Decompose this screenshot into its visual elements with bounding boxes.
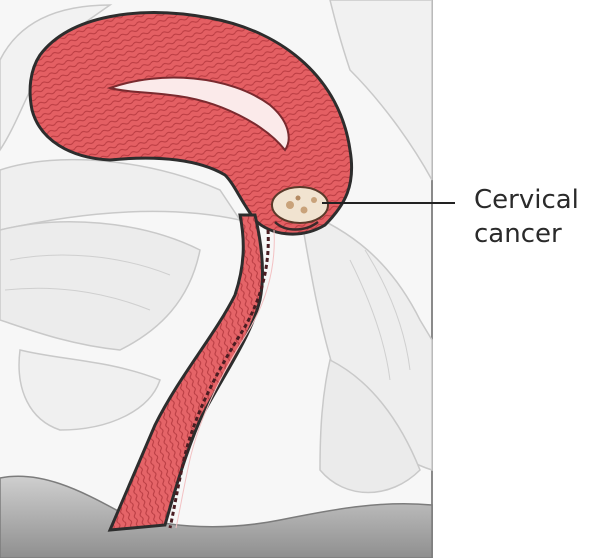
cervical-cancer-label: Cervical cancer [474, 183, 579, 251]
label-line-2: cancer [474, 217, 579, 251]
label-line-1: Cervical [474, 183, 579, 217]
